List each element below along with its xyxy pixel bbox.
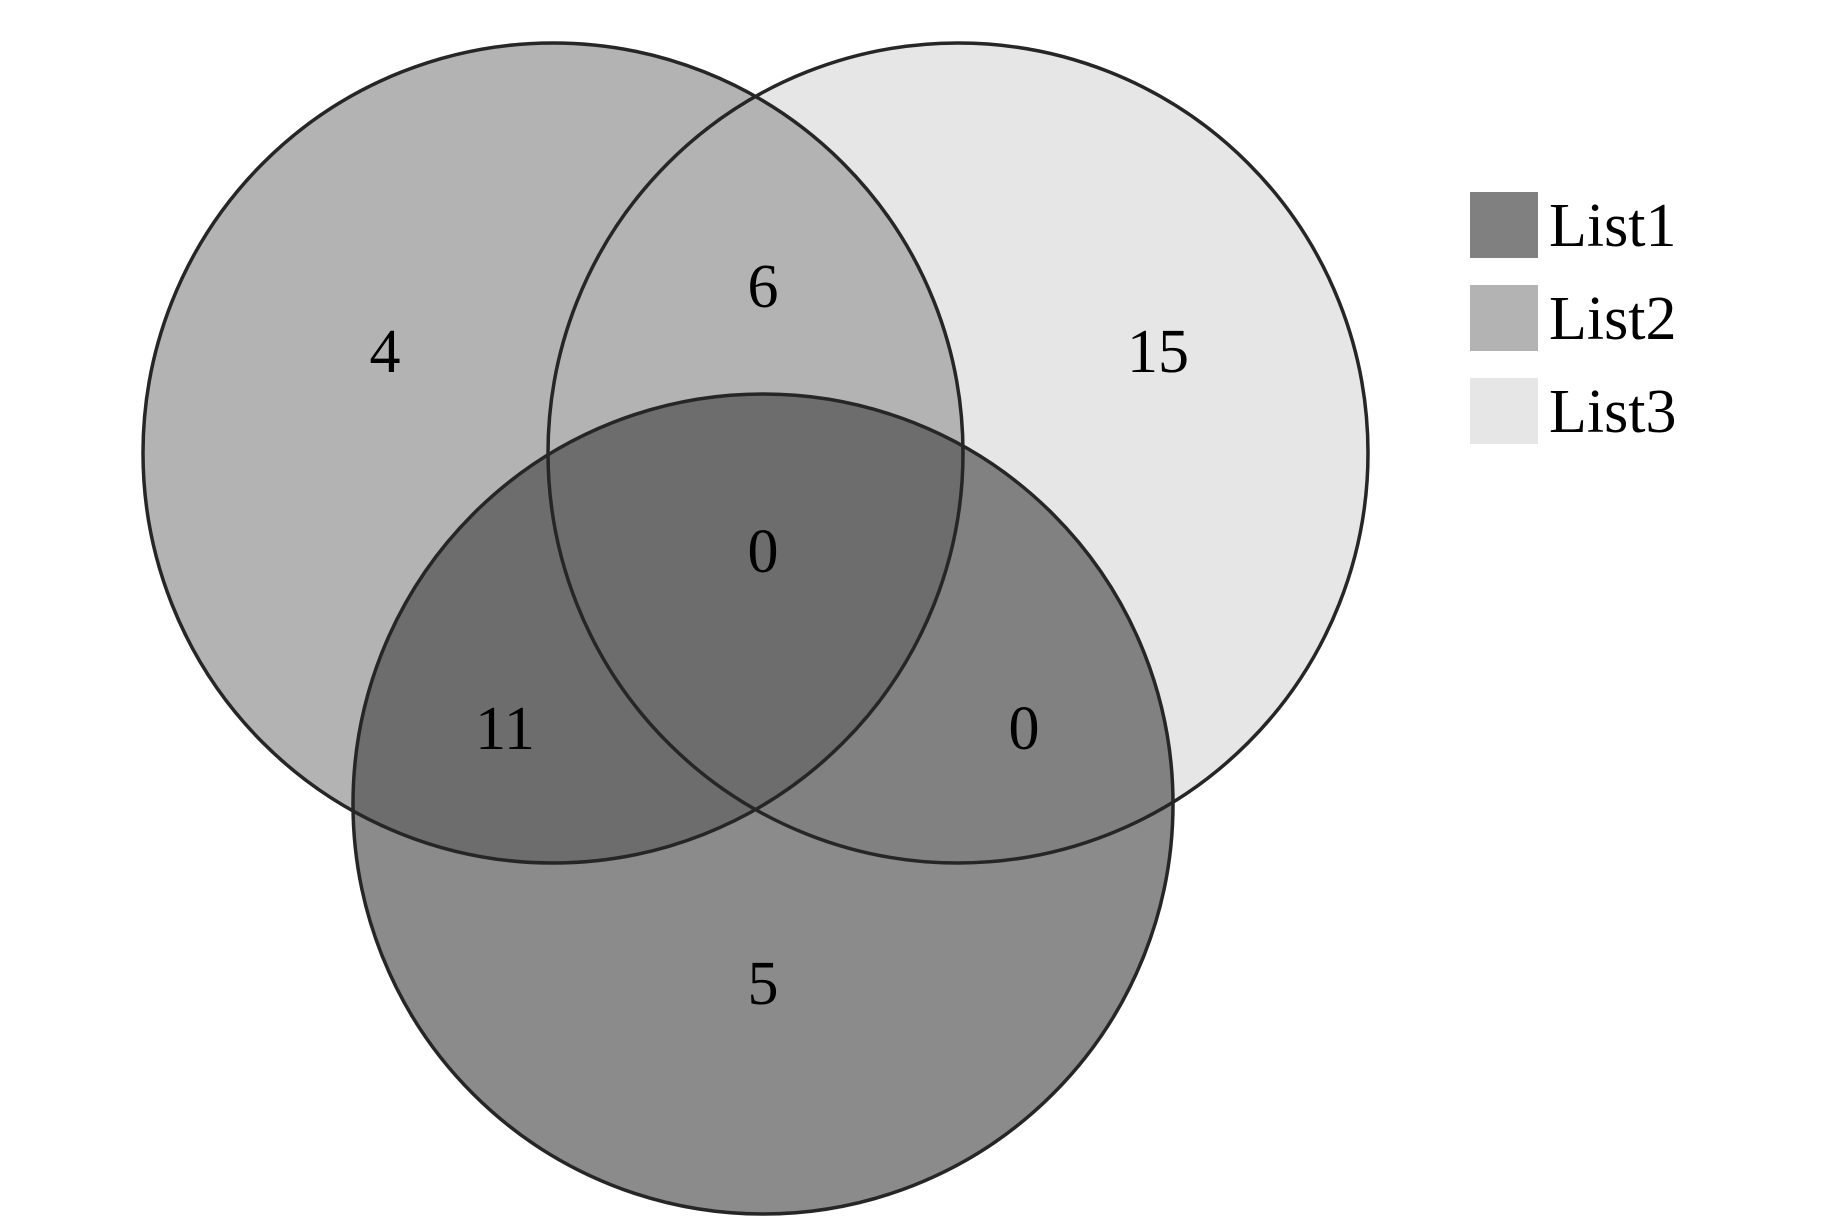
set-list1-outline: [351, 392, 1175, 1216]
count-list1-list3: 0: [1009, 695, 1040, 763]
legend-label-list1: List1: [1549, 192, 1676, 260]
set-list2-outline: [141, 41, 965, 865]
count-list2-list3: 6: [748, 253, 779, 321]
legend-swatch-list1: [1470, 192, 1538, 258]
legend-label-list2: List2: [1549, 285, 1676, 353]
count-list2-only: 4: [370, 318, 401, 386]
legend-label-list3: List3: [1549, 378, 1676, 446]
count-all-three: 0: [748, 518, 779, 586]
legend-swatch-list3: [1470, 378, 1538, 444]
count-list1-list2: 11: [475, 695, 535, 763]
legend-swatch-list2: [1470, 285, 1538, 351]
count-list3-only: 15: [1127, 318, 1189, 386]
legend: List1 List2 List3: [1470, 192, 1676, 446]
count-list1-only: 5: [748, 950, 779, 1018]
